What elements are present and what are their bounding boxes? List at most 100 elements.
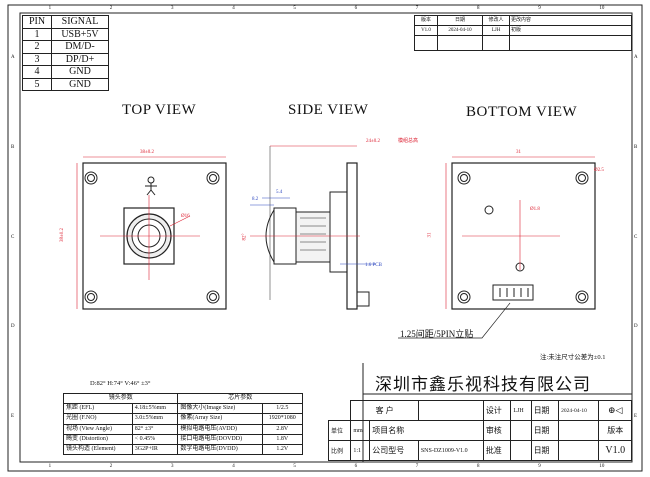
pin-number: 2 — [22, 40, 52, 54]
frame-marker: A — [634, 54, 638, 60]
chip-table-header: 芯片参数 — [177, 392, 303, 405]
lens-param-value: < 0.45% — [131, 433, 179, 446]
frame-marker: 4 — [232, 464, 235, 469]
projection-symbol-icon: ⊕◁ — [598, 400, 632, 421]
unit-label: 单位 — [327, 420, 352, 441]
lens-param-name: 焦距 (EFL) — [63, 403, 133, 415]
lens-param-name: 镜头构造 (Element) — [63, 444, 133, 456]
chip-param-value: 1/2.5 — [261, 403, 304, 415]
frame-marker: 10 — [599, 464, 605, 469]
frame-marker: A — [11, 54, 15, 60]
frame-marker: 10 — [599, 6, 605, 11]
tolerance-note: 注:未注尺寸公差为±0.1 — [540, 354, 606, 361]
frame-marker: B — [634, 144, 638, 150]
model-value: SNS-DZ1009-V1.0 — [417, 440, 484, 461]
rev-empty-cell — [414, 35, 438, 51]
pin-number: 4 — [22, 65, 52, 79]
approve-label: 批准 — [482, 440, 512, 461]
pin-number: 5 — [22, 77, 52, 91]
pin-signal: GND — [51, 65, 109, 79]
frame-marker: 8 — [477, 6, 480, 11]
rev-header-editor: 修改人 — [482, 15, 510, 26]
lens-param-value: 3.0±5%mm — [131, 413, 179, 425]
frame-marker: B — [11, 144, 15, 150]
bottom-width-dim: 31 — [516, 150, 521, 155]
frame-marker: 6 — [354, 464, 358, 469]
pin-signal: DP/D+ — [51, 52, 109, 66]
approve-date-label: 日期 — [530, 440, 560, 461]
design-label: 设计 — [482, 400, 512, 421]
rev-empty-cell — [437, 35, 483, 51]
chip-param-value: 1920*1080 — [261, 413, 304, 425]
top-view-drawing — [76, 156, 227, 310]
frame-marker: E — [11, 414, 15, 420]
frame-marker: 2 — [109, 6, 113, 11]
frame-marker: D — [634, 324, 638, 330]
version-label: 版本 — [598, 420, 632, 441]
design-value: LJH — [510, 400, 532, 421]
frame-marker: 9 — [538, 464, 541, 469]
company-name: 深圳市鑫乐视科技有限公司 — [375, 375, 591, 395]
frame-marker: 9 — [538, 6, 541, 11]
approve-date-value — [558, 440, 600, 461]
version-value: V1.0 — [598, 440, 632, 461]
revision-table: 版本 日期 修改人 更改内容 V1.0 2024-04-10 LJH 初版 — [414, 15, 632, 51]
connector-note: 1.25间距/5PIN立贴 — [400, 329, 474, 339]
chip-param-value: 1.8V — [261, 433, 304, 446]
pin-signal: DM/D- — [51, 40, 109, 54]
rev-date: 2024-04-10 — [437, 25, 483, 36]
frame-marker: D — [11, 324, 15, 330]
chip-param-value: 2.8V — [261, 423, 304, 435]
lens-table-header: 镜头参数 — [62, 392, 179, 405]
rev-header-change: 更改内容 — [509, 15, 632, 26]
unit-value: mm — [350, 420, 371, 441]
customer-value — [417, 400, 484, 421]
lens-param-value: 4.18±5%mm — [131, 403, 179, 415]
customer-label: 客 户 — [350, 400, 419, 421]
project-label: 项目名称 — [369, 420, 484, 441]
frame-marker: E — [634, 414, 638, 420]
frame-marker: 7 — [415, 6, 419, 11]
bottom-height-dim: 31 — [427, 232, 433, 238]
side-view-title: SIDE VIEW — [288, 102, 369, 118]
lens-param-value: 82° ±3° — [131, 423, 179, 435]
date-label: 日期 — [530, 400, 560, 421]
side-view-drawing — [250, 145, 376, 310]
lens-param-name: 畸变 (Distortion) — [63, 433, 133, 446]
pin-number: 1 — [22, 27, 52, 41]
review-value — [510, 420, 532, 441]
frame-marker: 5 — [293, 464, 296, 469]
lens-dia-dim: Ø16 — [181, 214, 190, 219]
model-label: 公司型号 — [369, 440, 419, 461]
rev-header-version: 版本 — [414, 15, 438, 26]
angle-note: D:82° H:74° V:46° ±3° — [90, 380, 151, 387]
lens-param-name: 视场 (View Angle) — [63, 423, 133, 435]
title-empty-cell — [329, 401, 351, 421]
title-block: 客 户 设计 LJH 日期 2024-04-10 ⊕◁ 单位 mm 项目名称 审… — [327, 400, 632, 461]
pin-signal: GND — [51, 77, 109, 91]
rev-editor: LJH — [482, 25, 510, 36]
pin-signal: USB+5V — [51, 27, 109, 41]
rev-empty-cell — [509, 35, 632, 51]
rev-empty-cell — [482, 35, 510, 51]
hole-small-dim: Ø1.8 — [530, 207, 540, 212]
chip-param-name: 接口电路电压(DOVDD) — [177, 433, 263, 446]
frame-marker: C — [634, 234, 638, 240]
scale-value: 1:1 — [350, 440, 371, 461]
bottom-view-drawing — [398, 156, 596, 339]
lens-param-name: 光圈 (F.NO) — [63, 413, 133, 425]
lens-parameter-table: 镜头参数 芯片参数 焦距 (EFL) 4.18±5%mm 图像大小(Image … — [62, 392, 304, 456]
frame-marker: 3 — [171, 6, 174, 11]
chip-param-name: 数字电路电压(DVDD) — [177, 444, 263, 456]
top-view-title: TOP VIEW — [122, 102, 197, 118]
top-width-dim: 38±0.2 — [140, 150, 154, 155]
frame-marker: 7 — [415, 464, 419, 469]
review-date-value — [558, 420, 600, 441]
side-total-dim: 24±0.2 — [366, 139, 380, 144]
frame-marker: 1 — [48, 6, 52, 11]
pin-header: PIN — [22, 15, 52, 29]
frame-marker: 4 — [232, 6, 235, 11]
